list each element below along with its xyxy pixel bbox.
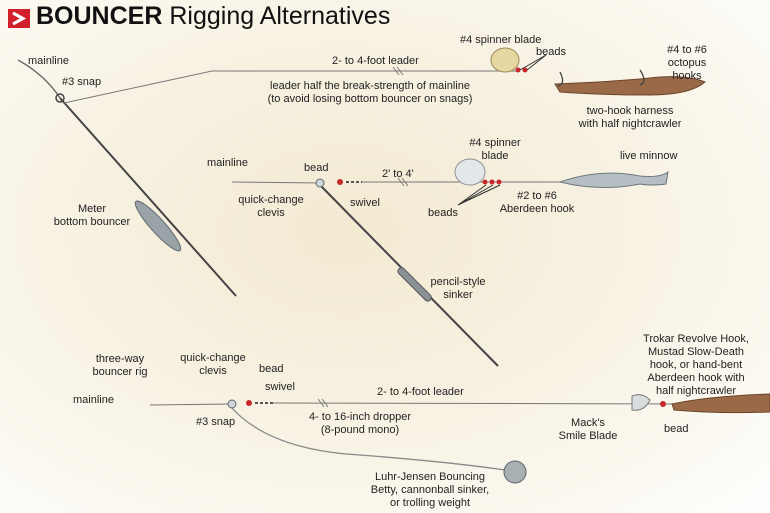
rig2-beads-label: beads xyxy=(428,207,458,219)
title-strong: BOUNCER xyxy=(36,2,163,30)
rig3-mainline-label: mainline xyxy=(73,394,114,406)
rig2-leader-label: 2' to 4' xyxy=(382,168,414,180)
rig1-leader xyxy=(63,70,520,104)
rig3-hook-label-1: Trokar Revolve Hook, xyxy=(643,333,749,345)
rig1-hook xyxy=(557,71,564,87)
rig3-smile-blade xyxy=(631,394,651,411)
rig1-harness-label-2: with half nightcrawler xyxy=(578,118,682,130)
rig2-sinker-label-2: sinker xyxy=(443,289,473,301)
rig2-bead xyxy=(489,179,495,185)
rig2-clevis-label-2: clevis xyxy=(257,207,285,219)
rig1-hook xyxy=(639,69,645,86)
chevron-right-icon xyxy=(8,9,30,28)
rig2-pencil-sinker xyxy=(397,267,432,302)
rig2-leader-swivel xyxy=(397,177,409,187)
rig3-leader xyxy=(272,402,701,405)
rig1-bead xyxy=(515,67,521,73)
rig3-bouncing-betty xyxy=(503,460,527,484)
rig3-clevis-label-1: quick-change xyxy=(180,352,246,364)
rig2-minnow-label: live minnow xyxy=(620,150,678,162)
rig2-clevis xyxy=(315,178,325,188)
rig1-spinner-label: #4 spinner blade xyxy=(460,34,542,46)
rig1-beads-label: beads xyxy=(536,46,566,58)
rig3-leader-label: 2- to 4-foot leader xyxy=(377,386,464,398)
rig1-snap-label: #3 snap xyxy=(62,76,102,88)
rig1-snap xyxy=(55,93,65,103)
rig1-bouncer-weight xyxy=(134,200,182,252)
rig2-hook-label-1: #2 to #6 xyxy=(517,190,557,202)
rig2-bead xyxy=(496,179,502,185)
rig2-minnow xyxy=(558,170,669,189)
rig3-blade-label-2: Smile Blade xyxy=(558,430,618,442)
rig3-weight-label-2: Betty, cannonball sinker, xyxy=(370,484,490,496)
rig1-bouncer-wire xyxy=(59,97,237,297)
rig1-illustration xyxy=(17,47,706,297)
rig3-dropper-label-1: 4- to 16-inch dropper xyxy=(308,411,412,423)
rig3-snap xyxy=(227,399,237,409)
rig2-swivel-label: swivel xyxy=(350,197,380,209)
rig2-spinner-label-1: #4 spinner xyxy=(469,137,521,149)
rig2-spinner-label-2: blade xyxy=(481,150,509,162)
rig3-hook-label-4: Aberdeen hook with xyxy=(647,372,745,384)
rig3-end-bead xyxy=(660,401,666,407)
rig3-hook-label-3: hook, or hand-bent xyxy=(649,359,743,371)
rig1-leader-swivel xyxy=(392,66,404,76)
rig3-hook-label-5: half nightcrawler xyxy=(655,385,737,397)
rig1-leader-note-2: (to avoid losing bottom bouncer on snags… xyxy=(267,93,473,105)
rig1-leader-note-1: leader half the break-strength of mainli… xyxy=(270,80,470,92)
rig3-weight-label-1: Luhr-Jensen Bouncing xyxy=(374,471,486,483)
rig3-snap-label: #3 snap xyxy=(196,416,236,428)
rig1-nightcrawler xyxy=(554,76,706,96)
rig2-mainline xyxy=(231,181,321,184)
rig2-sinker-label-1: pencil-style xyxy=(430,276,486,288)
rig3-three-way-label-2: bouncer rig xyxy=(92,366,148,378)
rig3-clevis-label-2: clevis xyxy=(199,365,227,377)
rig3-hook-label-2: Mustad Slow-Death xyxy=(648,346,744,358)
rig2-hook-label-2: Aberdeen hook xyxy=(499,203,575,215)
rig3-illustration xyxy=(149,393,770,484)
rig1-bead xyxy=(522,67,528,73)
rig3-swivel-label: swivel xyxy=(265,381,295,393)
rig1-leader-label: 2- to 4-foot leader xyxy=(332,55,419,67)
rig2-illustration xyxy=(231,158,669,367)
rig2-bead xyxy=(482,179,488,185)
rig2-bead-label: bead xyxy=(304,162,329,174)
rig3-bead xyxy=(246,400,252,406)
rig2-beads-pointer xyxy=(457,184,501,206)
rig2-spinner-blade xyxy=(454,158,486,186)
title-rest: Rigging Alternatives xyxy=(169,2,391,30)
rig3-blade-label-1: Mack's xyxy=(571,417,605,429)
rig1-hooks-label-3: hooks xyxy=(672,70,702,82)
rig1-hooks-label-1: #4 to #6 xyxy=(667,44,707,56)
rig2-bead xyxy=(337,179,343,185)
rig3-end-bead-label: bead xyxy=(664,423,689,435)
rig1-spinner-blade xyxy=(490,47,520,73)
rig3-dropper-label-2: (8-pound mono) xyxy=(320,424,400,436)
rig3-three-way-label-1: three-way xyxy=(95,353,145,365)
rig2-mainline-label: mainline xyxy=(207,157,248,169)
rig3-weight-label-3: or trolling weight xyxy=(389,497,471,509)
rig1-mainline-label: mainline xyxy=(28,55,69,67)
rig1-beads-pointer xyxy=(519,54,547,71)
rig1-bouncer-label-1: Meter xyxy=(77,203,107,215)
rig1-harness-label-1: two-hook harness xyxy=(586,105,674,117)
rig1-hooks-label-2: octopus xyxy=(667,57,707,69)
page-title: BOUNCER Rigging Alternatives xyxy=(36,2,390,31)
rig3-bead-label: bead xyxy=(259,363,284,375)
rig3-leader-swivel xyxy=(317,398,329,408)
rig3-dropper xyxy=(231,407,506,471)
rig1-bouncer-label-2: bottom bouncer xyxy=(53,216,131,228)
rig3-mainline xyxy=(149,403,233,406)
rig2-clevis-label-1: quick-change xyxy=(238,194,304,206)
rig3-nightcrawler xyxy=(671,393,770,414)
